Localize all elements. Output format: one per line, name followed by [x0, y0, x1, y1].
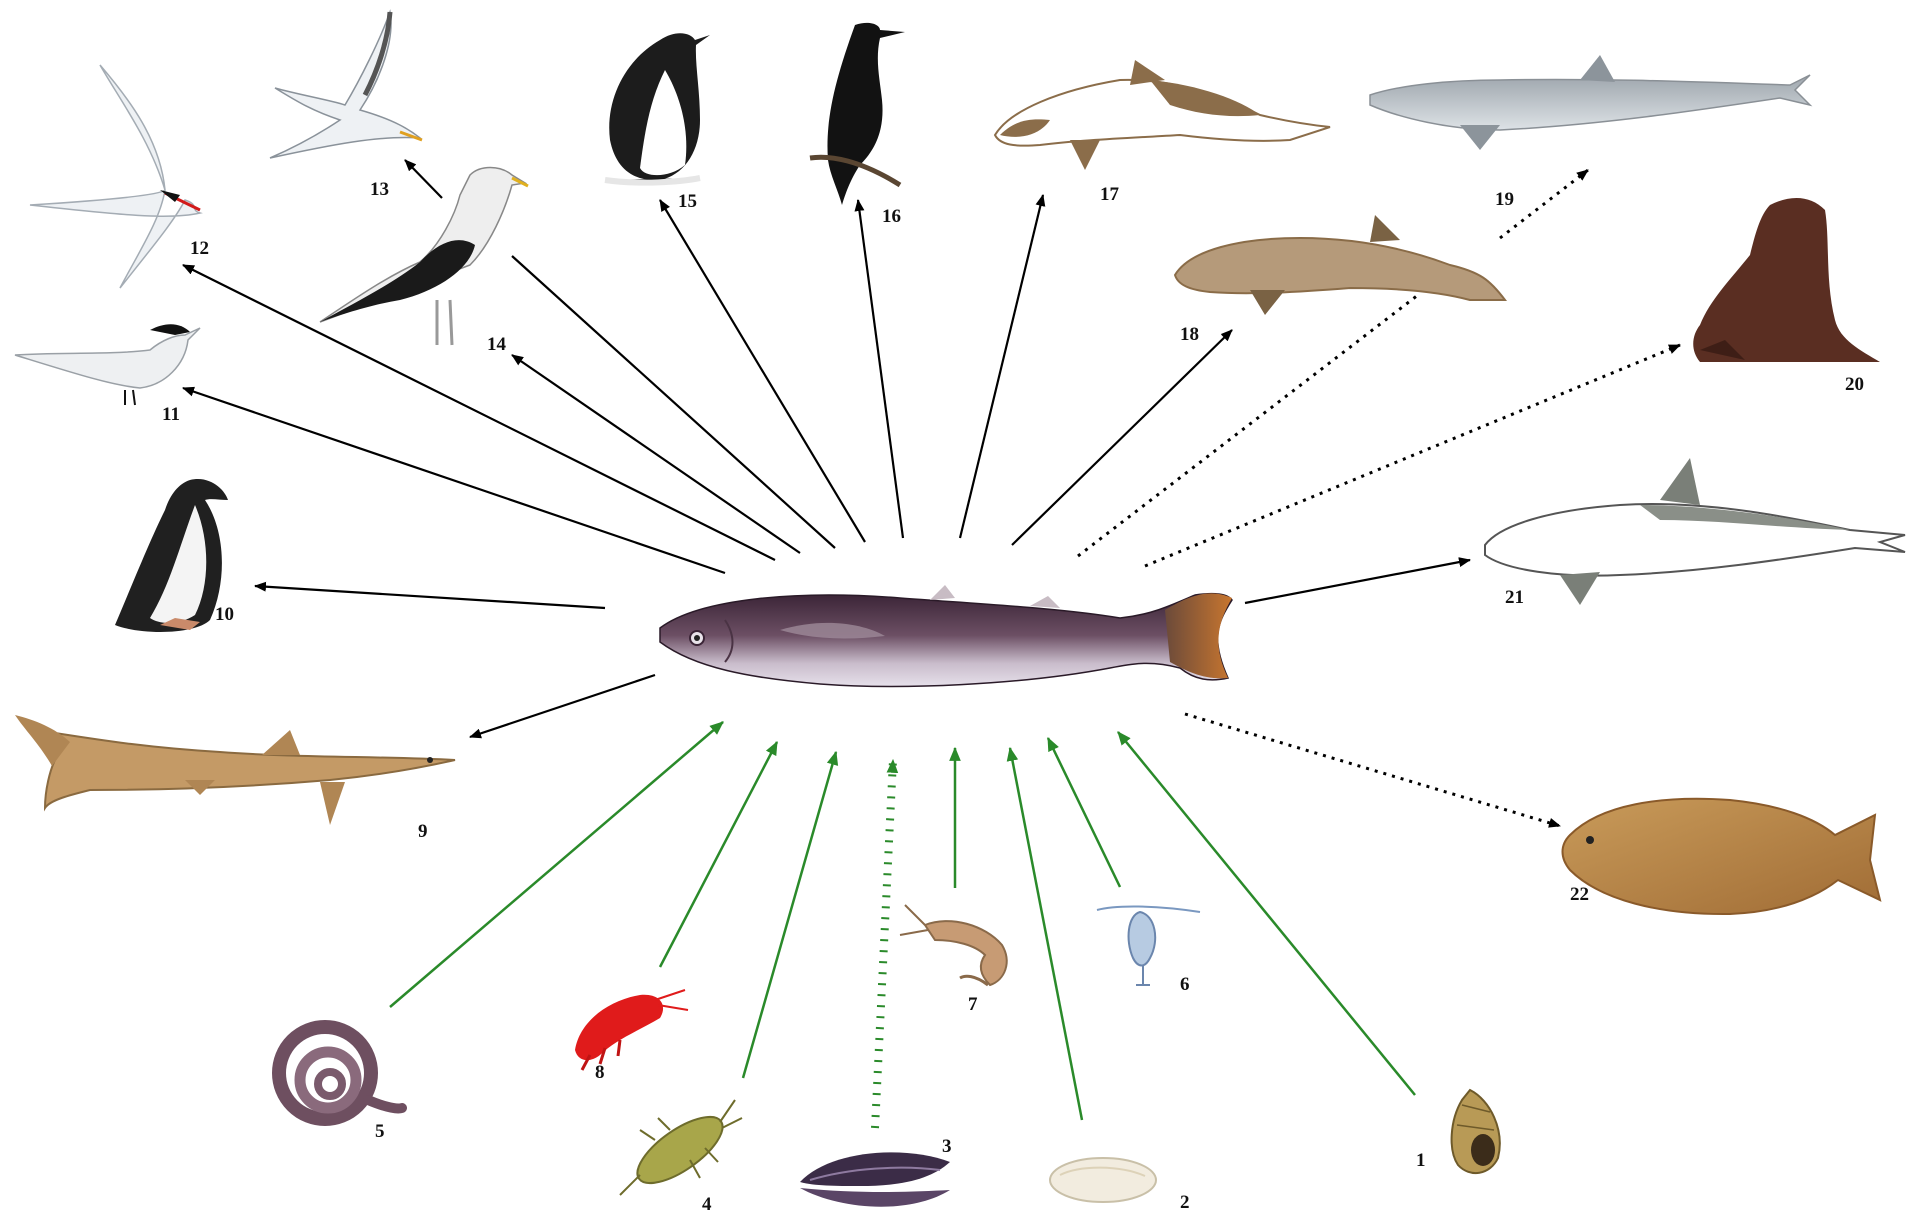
flounder-icon [1563, 799, 1881, 914]
tern-small-icon [270, 12, 422, 158]
label-8: 8 [595, 1062, 605, 1083]
labels-layer: 1 2 3 4 5 6 7 8 9 10 11 12 13 14 15 16 1… [162, 179, 1864, 1215]
gull-icon [320, 168, 528, 346]
label-11: 11 [162, 404, 180, 425]
arrow-14-line [512, 256, 835, 548]
label-9: 9 [418, 821, 428, 842]
label-2: 2 [1180, 1192, 1190, 1213]
label-4: 4 [702, 1194, 712, 1215]
arrow-from-2 [1010, 748, 1082, 1120]
label-22: 22 [1570, 884, 1589, 905]
cormorant-icon [810, 23, 905, 205]
tern-standing-icon [15, 324, 200, 405]
label-16: 16 [882, 206, 901, 227]
label-17: 17 [1100, 184, 1120, 205]
arrow-to-16 [858, 200, 903, 538]
sea-lion-icon [1693, 198, 1880, 362]
arrow-from-3 [875, 760, 893, 1128]
shrimp-icon [900, 905, 1007, 985]
arrow-from-4 [743, 752, 836, 1078]
mussel-icon [800, 1152, 950, 1206]
label-19: 19 [1495, 189, 1514, 210]
shag-icon [605, 33, 710, 182]
tern-flying-icon [30, 65, 200, 288]
dolphin-bw-icon [995, 60, 1330, 170]
label-7: 7 [968, 994, 978, 1015]
label-1: 1 [1416, 1150, 1426, 1171]
label-5: 5 [375, 1121, 385, 1142]
worm-icon [279, 1027, 402, 1119]
label-18: 18 [1180, 324, 1199, 345]
arrow-to-18-19-dotted [1078, 295, 1418, 556]
dolphin-dusky-icon [1485, 458, 1905, 605]
arrow-to-21 [1245, 560, 1470, 603]
penguin-icon [115, 479, 228, 632]
arrow-to-10 [255, 586, 605, 608]
arrow-to-9 [470, 675, 655, 737]
arrow-from-6 [1048, 738, 1120, 887]
label-14: 14 [487, 334, 507, 355]
label-10: 10 [215, 604, 234, 625]
label-12: 12 [190, 238, 209, 259]
central-fish [660, 585, 1232, 686]
shark-icon [15, 715, 455, 825]
arrow-to-15 [660, 200, 865, 542]
amphipod-icon [575, 990, 688, 1070]
arrow-from-5 [390, 722, 723, 1007]
label-15: 15 [678, 191, 697, 212]
label-3: 3 [942, 1136, 952, 1157]
arrow-to-18 [1012, 330, 1232, 545]
isopod-icon [620, 1100, 742, 1195]
porpoise-icon [1175, 215, 1505, 315]
arrow-from-1 [1118, 732, 1415, 1095]
label-6: 6 [1180, 974, 1190, 995]
arrow-to-22 [1185, 714, 1560, 826]
arrow-to-17 [960, 195, 1043, 538]
label-13: 13 [370, 179, 389, 200]
clam-icon [1050, 1158, 1156, 1202]
dolphin-icon [1370, 55, 1810, 150]
arrow-to-13 [405, 160, 442, 198]
label-21: 21 [1505, 587, 1524, 608]
arrow-from-8 [660, 742, 777, 967]
label-20: 20 [1845, 374, 1864, 395]
arrow-to-11 [183, 388, 725, 573]
snail-icon [1452, 1090, 1500, 1173]
